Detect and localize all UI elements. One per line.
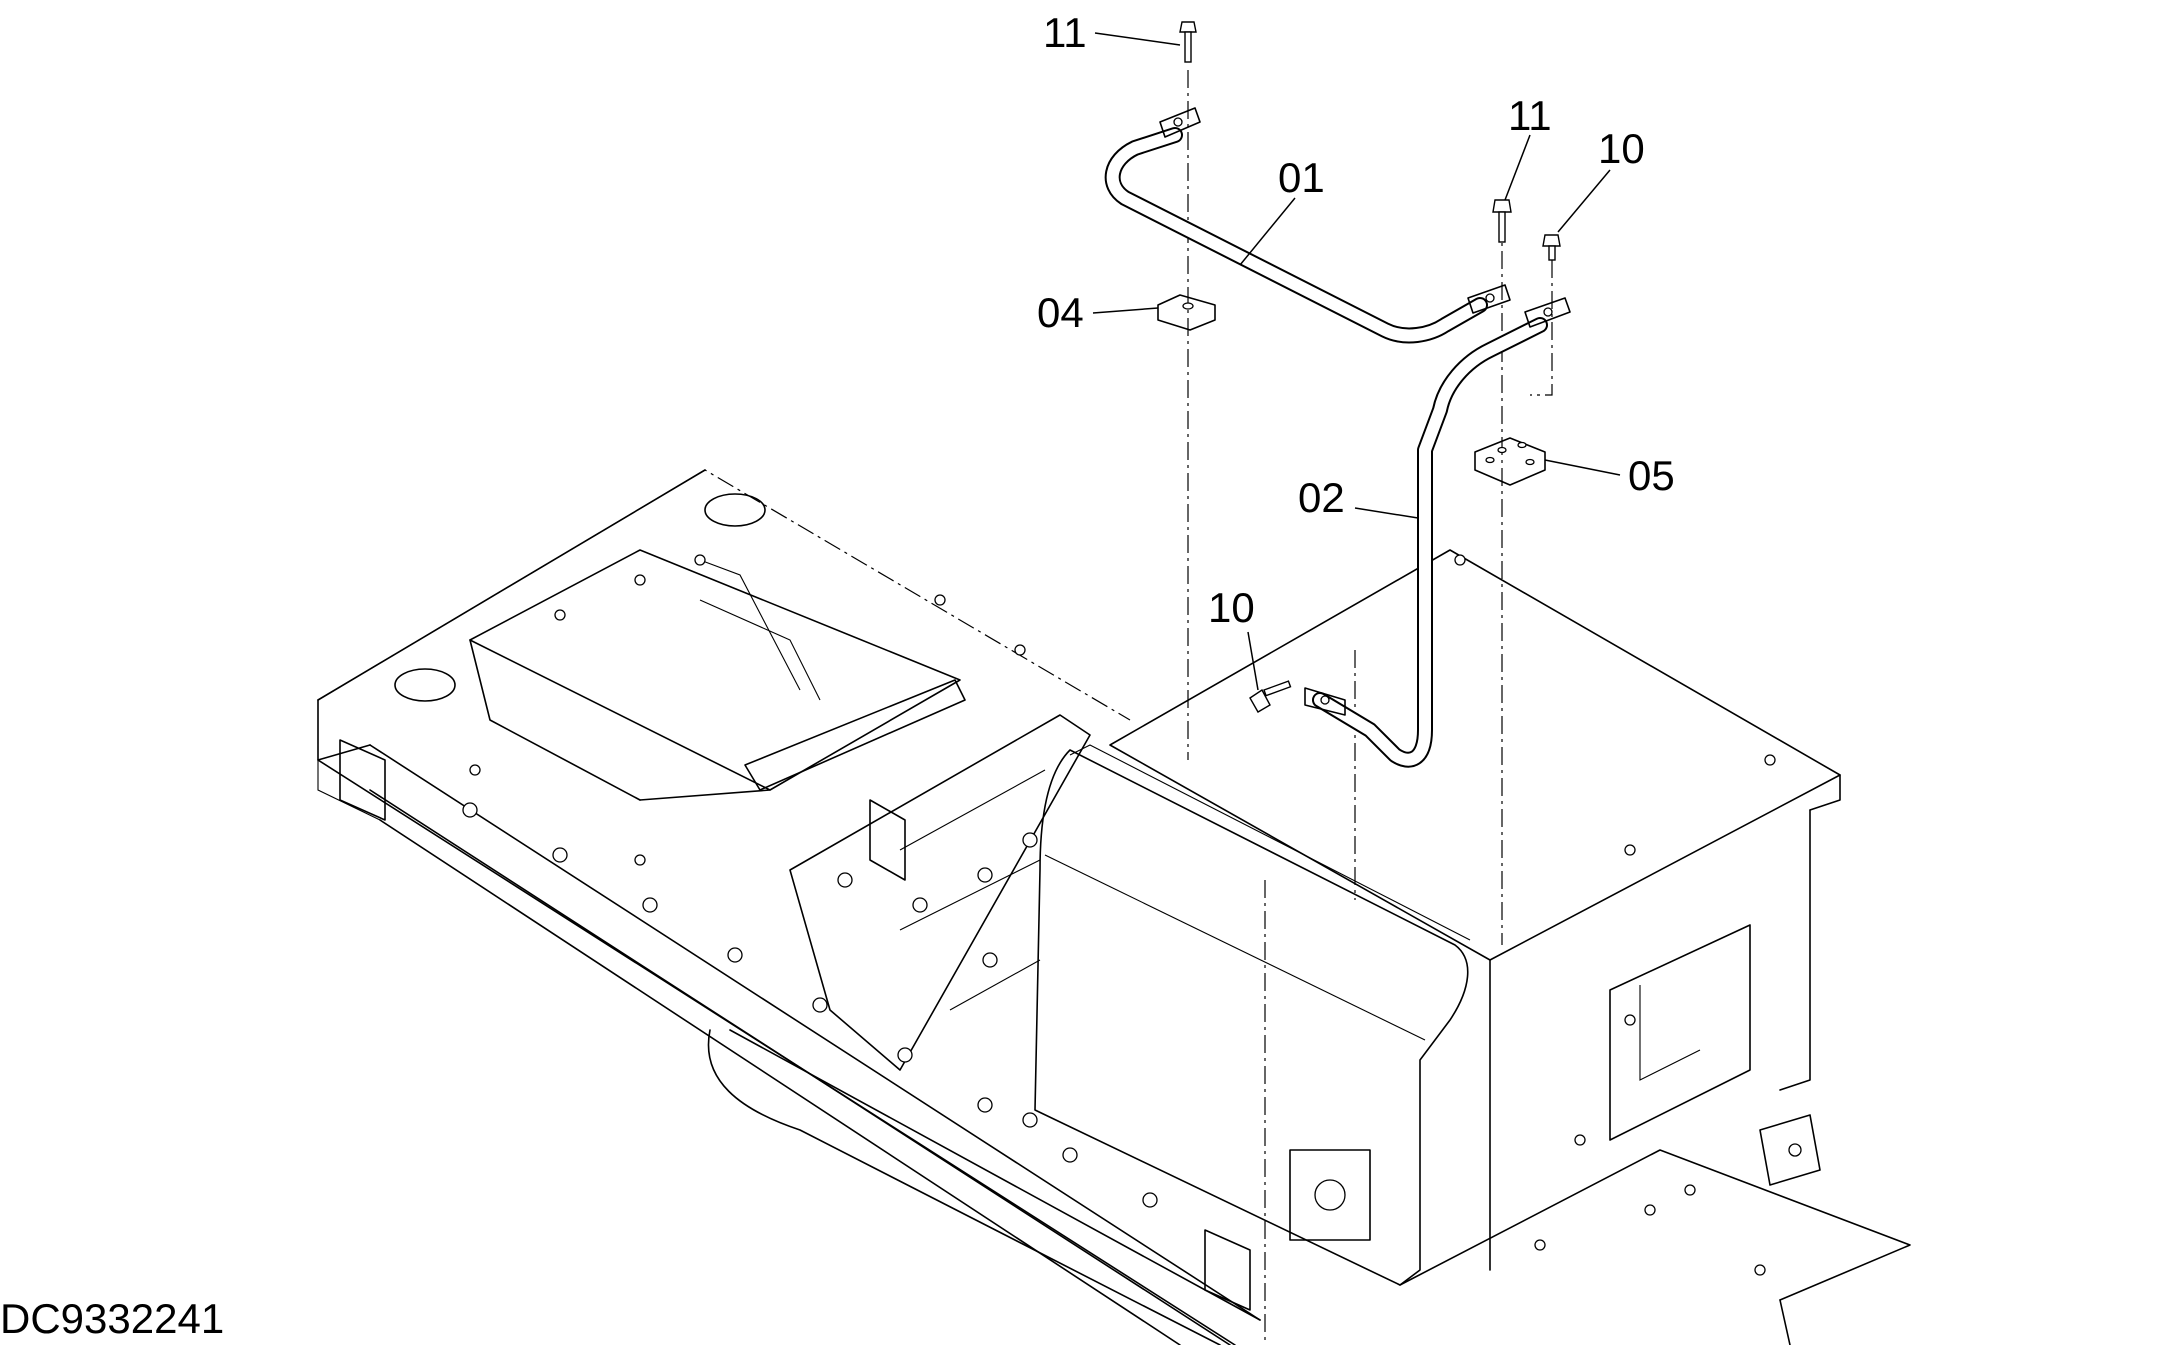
bolt-11-top <box>1179 21 1197 63</box>
block-04 <box>1157 294 1216 331</box>
callout-11-right-label: 11 <box>1508 92 1552 139</box>
drawing-number: DC9332241 <box>0 1295 225 1342</box>
callout-02: 02 <box>1298 474 1419 521</box>
assembly-lines <box>1187 70 1553 945</box>
cover-box <box>1034 549 1911 1345</box>
bolt-10-center <box>1249 680 1292 713</box>
handrail-01 <box>1104 107 1511 344</box>
callout-11-top: 11 <box>1043 9 1181 56</box>
callout-02-label: 02 <box>1298 474 1345 521</box>
callout-01-label: 01 <box>1278 154 1325 201</box>
callout-11-right: 11 <box>1504 92 1552 201</box>
block-05 <box>1474 437 1546 486</box>
callout-10-center-label: 10 <box>1208 584 1255 631</box>
callout-04: 04 <box>1037 289 1159 336</box>
callout-10-right: 10 <box>1557 125 1645 233</box>
callout-04-label: 04 <box>1037 289 1084 336</box>
bolt-10-right <box>1542 234 1561 261</box>
callout-05-label: 05 <box>1628 452 1675 499</box>
base-frame <box>317 469 1261 1345</box>
callout-10-right-label: 10 <box>1598 125 1645 172</box>
callout-11-top-label: 11 <box>1043 9 1087 56</box>
callout-05: 05 <box>1544 452 1675 499</box>
callout-01: 01 <box>1239 154 1325 266</box>
bolt-11-right <box>1492 199 1512 243</box>
handrail-02 <box>1304 297 1571 768</box>
rail-bolts <box>462 554 1158 1208</box>
callout-10-center: 10 <box>1208 584 1259 691</box>
